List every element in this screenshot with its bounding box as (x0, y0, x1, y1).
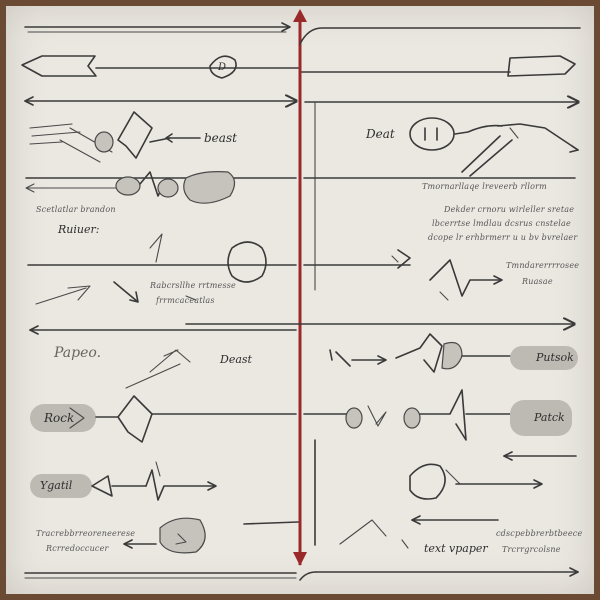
label-ruiness: Ruiuer: (58, 223, 100, 236)
label-putsok: Putsok (536, 351, 574, 364)
row-ygatil (30, 439, 577, 546)
bottom-right-2: Trcrrgrcolsne (502, 545, 561, 554)
bottom-rule (24, 567, 579, 581)
row-arrows-1: D (21, 55, 576, 79)
row-bottom (123, 515, 499, 554)
mid-left-1: Rabcrsllhe rrtmesse (150, 281, 236, 290)
svg-text:D: D (217, 62, 226, 73)
note-right-1: Tmornarllaqe lreveerb rllorm (422, 182, 547, 191)
label-ygatil: Ygatil (40, 479, 73, 492)
row-papeo (149, 333, 578, 373)
top-rule (24, 22, 581, 45)
row-middle-cross (27, 233, 503, 301)
bottom-mid-text: text vpaper (424, 542, 488, 555)
label-patck: Patck (534, 411, 565, 424)
label-papeo: Papeo. (54, 345, 102, 361)
label-scattered: Scetlatlar brandon (36, 205, 116, 214)
axis-arrow-up (293, 9, 307, 22)
note-right-4: dcope lr erhbrmerr u u bv bvrelaer (428, 233, 578, 242)
note-right-3: lbcerrtse lmdlau dcsrus cnstelae (432, 219, 571, 228)
label-rock: Rock (44, 411, 75, 425)
label-deat: Deat (366, 127, 395, 141)
cluster-left-middle (35, 281, 197, 305)
mid-right-1: Tmndarerrrrosee (506, 261, 580, 270)
mid-right-2: Ruasae (522, 277, 553, 286)
row-double-arrow (24, 97, 578, 291)
label-deast: Deast (220, 353, 252, 366)
bottom-left-1: Tracrebbrreoreneerese (36, 529, 136, 538)
axis-arrow-down (293, 552, 307, 566)
label-beast: beast (204, 131, 237, 145)
cluster-right-upper (409, 117, 579, 177)
note-right-2: Dekder crnoru wirleller sretae (444, 205, 575, 214)
central-axis (293, 9, 307, 566)
row-long-arrow (29, 324, 574, 335)
cluster-left-upper (29, 111, 201, 163)
bottom-left-2: Rcrredoccucer (46, 544, 109, 553)
row-rock (30, 363, 572, 443)
bottom-right-1: cdscpebbrerbtbeece (496, 529, 583, 538)
mid-left-2: frrmcaceatlas (156, 296, 215, 305)
row-blob-chain (25, 171, 576, 204)
